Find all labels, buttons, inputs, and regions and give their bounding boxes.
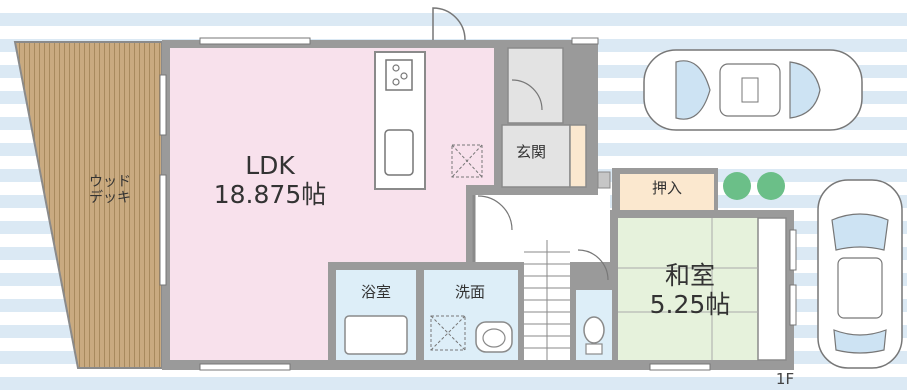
washitsu-side-closet [757,217,787,361]
shrub [723,172,751,200]
ldk-area: 18.875帖 [213,180,327,209]
washer-space [430,315,466,351]
washitsu-area: 5.25帖 [649,290,731,319]
shrub [757,172,785,200]
bathroom-label: 浴室 [360,283,391,301]
floor-label: 1F [775,370,795,388]
kitchen-sink [384,129,414,176]
closet-label: 押入 [651,179,682,197]
washitsu-floor [618,218,758,360]
stove [385,59,413,91]
wash-basin [475,321,513,353]
car-horizontal [643,49,863,131]
washroom-label: 洗面 [454,283,485,301]
bathtub [344,315,408,355]
entrance-label: 玄関 [515,143,546,161]
deck-label: ウッド デッキ [89,174,131,207]
car-vertical [817,179,903,369]
closet-floor [620,174,714,210]
entrance-floor [501,124,571,188]
hallway [474,195,610,262]
door-swing [432,7,466,41]
fridge-space [451,144,483,178]
toilet [583,316,605,344]
entrance-storage [507,47,564,124]
ldk-room-name: LDK [245,151,295,180]
entrance-step [569,124,587,188]
washitsu-room-name: 和室 [664,261,715,290]
